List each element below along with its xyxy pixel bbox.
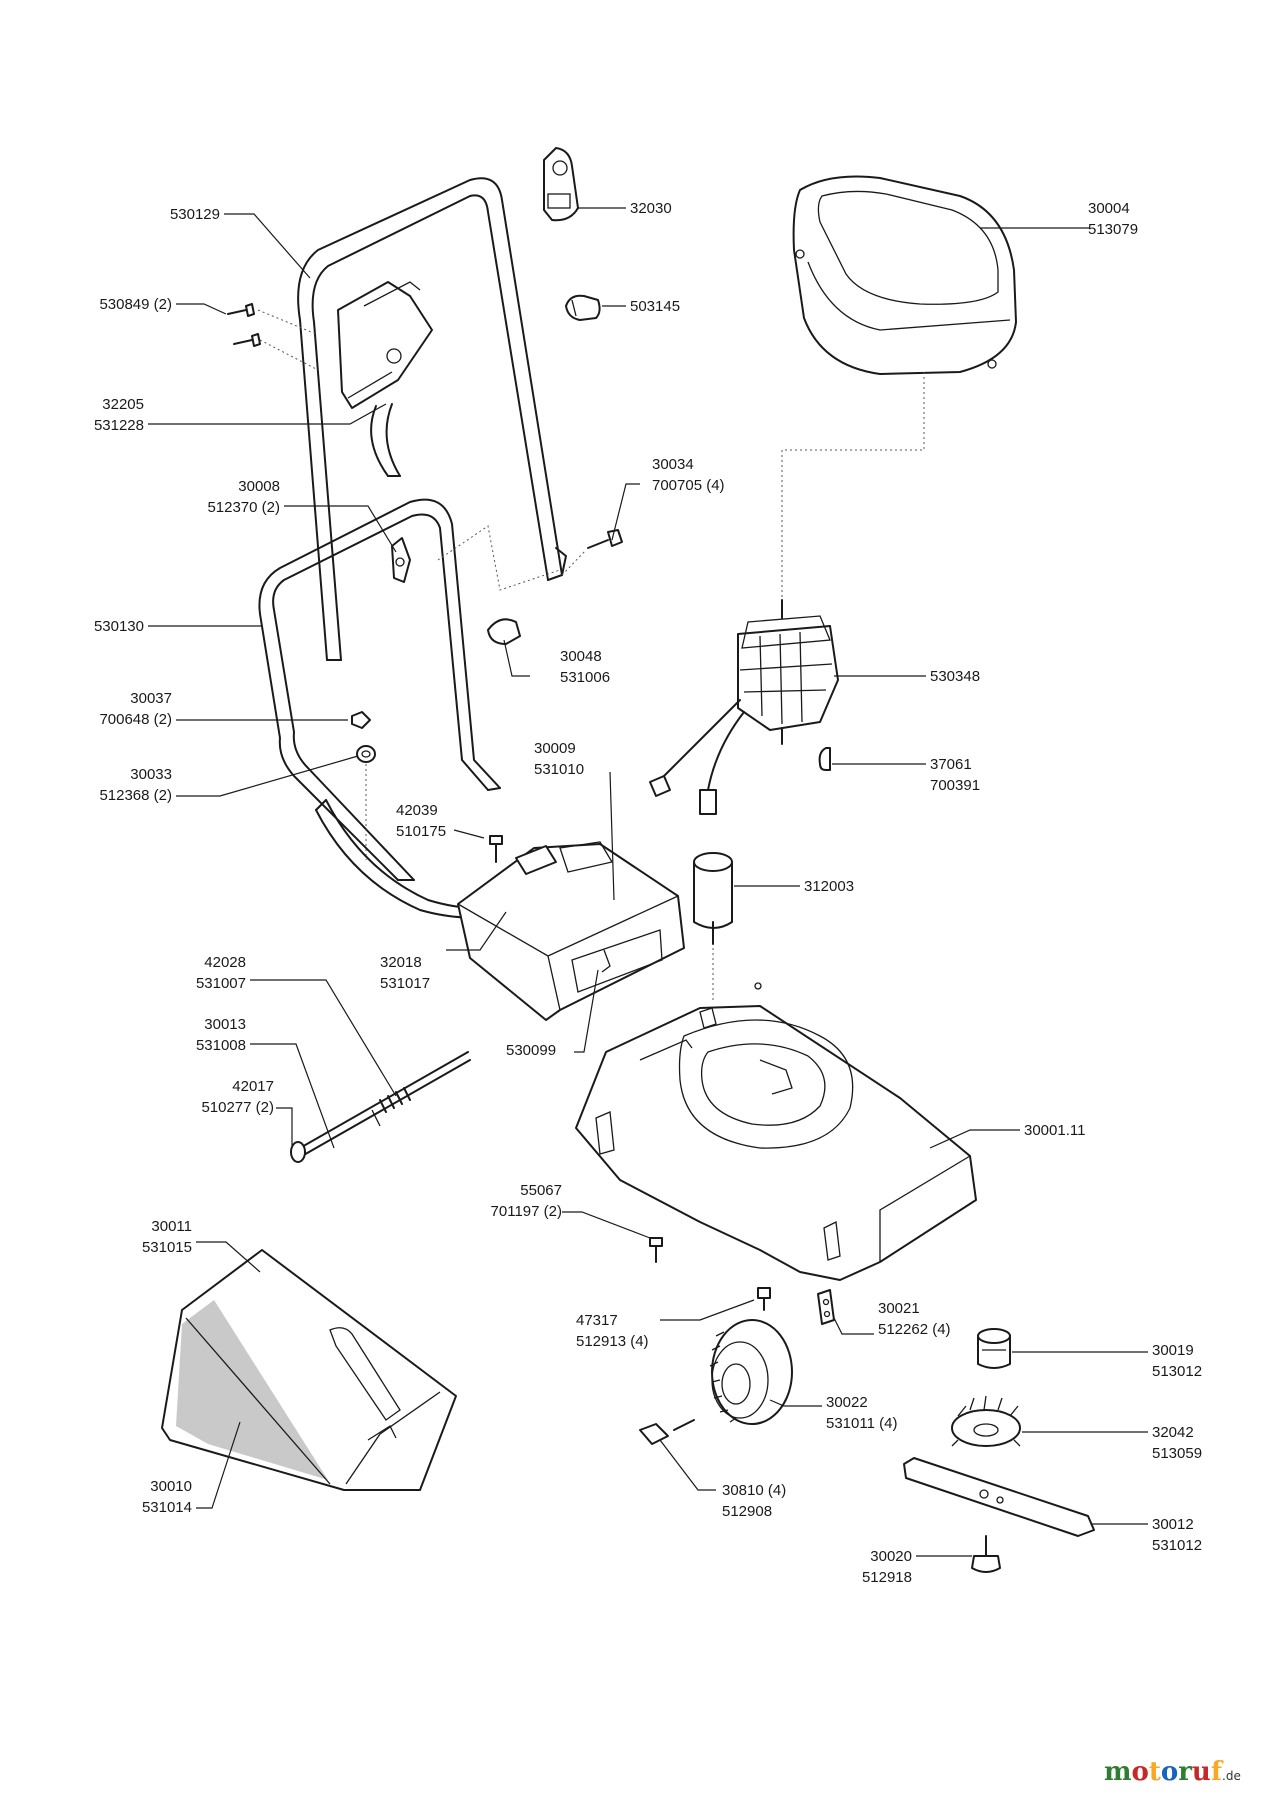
watermark-letter: t [1148,1757,1161,1787]
watermark-letter: m [1104,1757,1132,1787]
handle-screws-drawing [227,303,319,371]
leader-lines [148,207,1148,1557]
motor-cover-drawing [781,175,1017,600]
cable-clamp-drawing [487,618,521,645]
watermark-letter: o [1131,1757,1149,1787]
mower-housing-drawing [575,982,977,1281]
label-30810: 30810 (4)512908 [722,1482,787,1520]
handle-clamp-drawing [391,537,411,583]
fan-drawing [951,1395,1021,1447]
upper-handle-drawing [297,177,567,661]
cable-clip-drawing [565,294,601,321]
label-530849: 530849 (2) [99,296,172,313]
motor-drawing [649,599,839,815]
wheel-drawing [709,1319,793,1425]
wheel-screw-drawing [757,1287,771,1311]
capacitor-drawing [693,852,733,1000]
cable-hook-drawing [543,147,579,222]
label-530099: 530099 [506,1042,557,1059]
label-30001-11: 30001.11 [1024,1122,1086,1139]
wheel-bracket-drawing [817,1289,835,1325]
wheel-axle-bolt-drawing [639,1419,695,1445]
switch-box-drawing [457,841,685,1021]
capacitor-clip-drawing [818,747,831,771]
handle-washer-drawing [356,745,376,860]
grass-catcher-drawing [161,1249,457,1491]
label-530348: 530348 [930,668,981,685]
rear-flap-rod-drawing [290,1051,471,1163]
lower-handle-drawing [258,498,561,881]
label-530129: 530129 [169,206,220,223]
label-32030: 32030 [630,200,672,217]
watermark-letters: motoruf [1104,1757,1222,1787]
box-screw-drawing [489,835,503,863]
blade-bolt-drawing [971,1535,1001,1573]
label-312003: 312003 [804,878,855,895]
watermark-tld: .de [1222,1769,1241,1783]
watermark-letter: u [1191,1757,1211,1787]
blade-drawing [903,1457,1095,1537]
housing-screw-drawing [649,1237,663,1263]
wing-nut-drawing [351,711,371,729]
label-503145: 503145 [630,298,681,315]
watermark-letter: r [1178,1757,1192,1787]
watermark-letter: o [1160,1757,1179,1787]
blade-adapter-drawing [977,1328,1011,1369]
label-530130: 530130 [93,618,144,635]
motoruf-watermark: motoruf.de [1104,1757,1241,1787]
watermark-letter: f [1210,1757,1223,1787]
